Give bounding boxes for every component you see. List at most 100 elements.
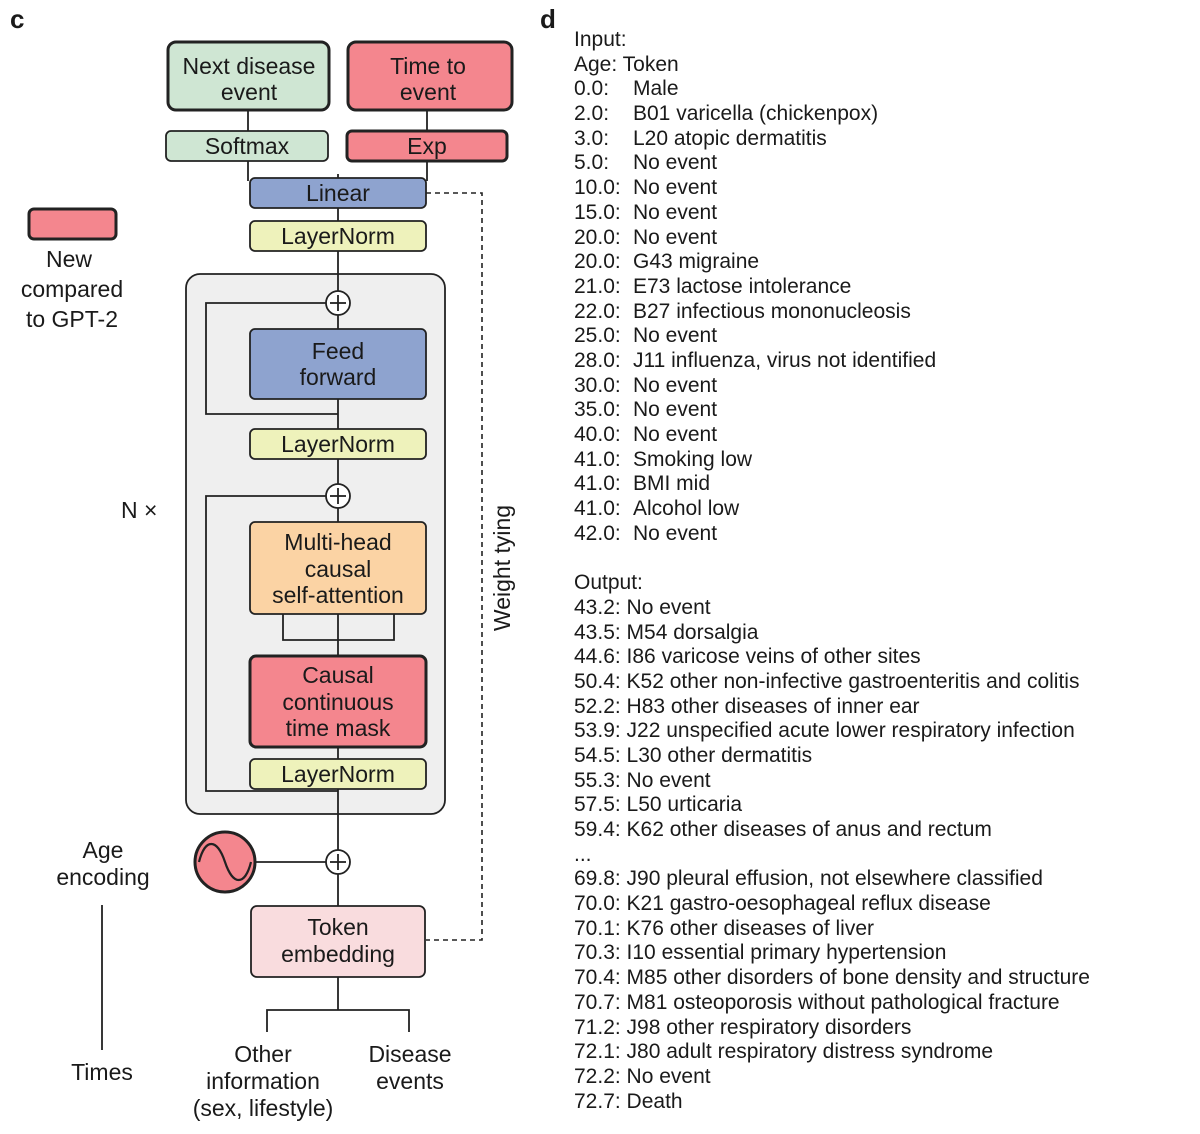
input-age: 20.0: — [574, 225, 621, 249]
exp-box — [345, 129, 509, 163]
output-row: 70.0: K21 gastro-oesophageal reflux dise… — [574, 892, 991, 916]
next-disease-line2: event — [221, 79, 278, 105]
input-header: Input: — [574, 28, 627, 51]
repeat-label: N × — [121, 497, 157, 523]
input-token: No event — [633, 423, 718, 446]
input-age: 15.0: — [574, 200, 621, 224]
input-token: G43 migraine — [633, 250, 760, 274]
output-row: 72.2: No event — [574, 1064, 711, 1088]
input-token: No event — [633, 200, 718, 224]
input-age: 40.0: — [574, 423, 621, 446]
legend-line1: New — [46, 246, 92, 272]
input-age: 0.0: — [574, 77, 610, 101]
output-row: 44.6: I86 varicose veins of other sites — [574, 645, 921, 669]
input-age: 21.0: — [574, 274, 621, 298]
input-token: No event — [633, 151, 718, 175]
input-age: 22.0: — [574, 299, 621, 323]
disease-events-line2: events — [376, 1068, 444, 1094]
softmax-label: Softmax — [205, 133, 290, 159]
input-row: 40.0: No event — [574, 423, 1194, 448]
output-header: Output: — [574, 571, 643, 595]
input-row: 21.0: E73 lactose intolerance — [574, 275, 1194, 300]
input-row: 30.0:No event — [574, 374, 1194, 399]
input-row: 15.0: No event — [574, 201, 1194, 226]
input-row: 41.0: BMI mid — [574, 472, 1194, 497]
input-token: B27 infectious mononucleosis — [633, 299, 911, 323]
exp-label: Exp — [407, 133, 447, 159]
residual-loop-lower — [205, 495, 338, 792]
attention-bracket — [282, 614, 395, 641]
input-row: 20.0: No event — [574, 226, 1194, 251]
input-age: 41.0: — [574, 472, 621, 496]
input-age: 41.0: — [574, 447, 621, 471]
token-embedding-line2: embedding — [281, 941, 395, 967]
time-to-event-line2: event — [400, 79, 457, 105]
input-token: No event — [633, 176, 718, 200]
input-age: 5.0: — [574, 151, 610, 175]
input-row: 41.0:Smoking low — [574, 448, 1194, 473]
disease-events-line1: Disease — [368, 1041, 451, 1067]
output-row: 50.4: K52 other non-infective gastroente… — [574, 669, 1080, 693]
input-age: 28.0: — [574, 348, 621, 372]
layernorm-bottom-label: LayerNorm — [281, 761, 395, 787]
input-token: No event — [633, 324, 718, 348]
input-row: 10.0: No event — [574, 176, 1194, 201]
input-token: BMI mid — [633, 472, 711, 496]
input-token: No event — [633, 398, 718, 422]
input-fork — [266, 980, 410, 1032]
feed-forward-line2: forward — [300, 364, 377, 390]
input-token: L20 atopic dermatitis — [633, 126, 827, 150]
output-row: 59.4: K62 other diseases of anus and rec… — [574, 818, 992, 841]
legend-swatch — [27, 207, 118, 241]
output-row: 70.4: M85 other disorders of bone densit… — [574, 966, 1090, 990]
softmax-box — [165, 130, 329, 162]
token-embedding-box — [250, 905, 426, 978]
add-node-lower — [325, 483, 351, 509]
input-row: 22.0: B27 infectious mononucleosis — [574, 300, 1194, 325]
time-to-event-box — [346, 40, 514, 112]
other-info-line2: information — [206, 1068, 320, 1094]
input-token: E73 lactose intolerance — [633, 274, 852, 298]
sine-wave-icon — [193, 830, 257, 894]
feed-forward-line1: Feed — [312, 338, 364, 364]
linear-label: Linear — [306, 180, 370, 206]
output-row: 72.1: J80 adult respiratory distress syn… — [574, 1040, 994, 1064]
input-age: 30.0: — [574, 373, 621, 397]
input-age: 2.0: — [574, 102, 610, 126]
layernorm-bottom-box — [249, 758, 427, 790]
output-row: 53.9: J22 unspecified acute lower respir… — [574, 719, 1075, 743]
legend-line2: compared — [21, 276, 123, 302]
input-token: Alcohol low — [633, 497, 740, 521]
linear-box — [249, 177, 427, 209]
panel-d-letter: d — [540, 4, 556, 34]
layernorm-top-label: LayerNorm — [281, 223, 395, 249]
time-mask-box — [248, 654, 428, 749]
section-gap — [574, 546, 1194, 571]
input-row: 25.0:No event — [574, 324, 1194, 349]
other-info-line1: Other — [234, 1041, 292, 1067]
panel-c-letter: c — [10, 4, 25, 34]
input-age: 20.0: — [574, 250, 621, 274]
input-row: 42.0:No event — [574, 522, 1194, 547]
output-row: ... — [574, 842, 592, 866]
layernorm-top-box — [249, 220, 427, 252]
attention-line1: Multi-head — [284, 529, 391, 555]
time-mask-line2: continuous — [282, 689, 393, 715]
residual-loop-upper — [205, 302, 338, 415]
output-row: 69.8: J90 pleural effusion, not elsewher… — [574, 867, 1043, 891]
time-to-event-line1: Time to — [390, 53, 466, 79]
input-row: 20.0: G43 migraine — [574, 250, 1194, 275]
input-token: No event — [633, 225, 718, 249]
layernorm-mid-box — [249, 428, 427, 460]
input-row: 3.0:L20 atopic dermatitis — [574, 127, 1194, 152]
output-row: 43.2: No event — [574, 595, 711, 619]
input-token: B01 varicella (chickenpox) — [633, 102, 879, 126]
weight-tying-line — [426, 192, 483, 941]
age-encoding-line1: Age — [83, 837, 124, 863]
input-token: No event — [633, 521, 718, 545]
input-age: 10.0: — [574, 176, 621, 200]
input-row: 5.0: No event — [574, 151, 1194, 176]
